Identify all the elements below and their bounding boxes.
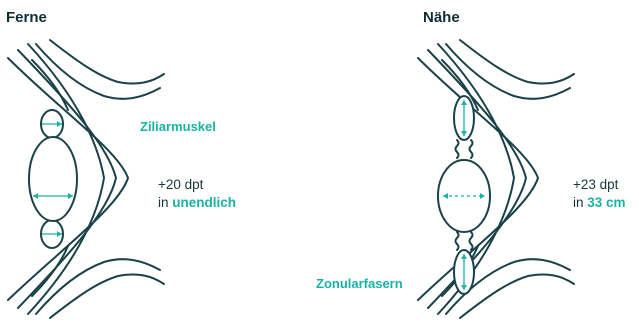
far-ciliary-muscle-top — [41, 110, 63, 138]
near-heading: Nähe — [423, 9, 460, 26]
near-ciliary-muscle-top — [454, 96, 474, 140]
near-power-value: +23 dpt — [573, 176, 626, 194]
far-distance-prefix: in — [158, 195, 169, 210]
far-power-readout: +20 dpt in unendlich — [158, 176, 236, 212]
near-distance-prefix: in — [573, 195, 584, 210]
far-ciliary-muscle-bottom — [41, 220, 63, 248]
near-lens — [438, 160, 490, 232]
far-power-value: +20 dpt — [158, 176, 236, 194]
near-distance-line: in 33 cm — [573, 194, 626, 212]
far-distance-line: in unendlich — [158, 194, 236, 212]
far-heading: Ferne — [6, 9, 47, 26]
near-power-readout: +23 dpt in 33 cm — [573, 176, 626, 212]
far-lens — [29, 137, 77, 221]
near-distance-value: 33 cm — [587, 195, 625, 210]
near-ciliary-muscle-bottom — [454, 250, 474, 294]
far-distance-value: unendlich — [172, 195, 236, 210]
ciliary-muscle-label: Ziliarmuskel — [140, 119, 216, 134]
zonular-fibers-label: Zonularfasern — [316, 276, 403, 291]
